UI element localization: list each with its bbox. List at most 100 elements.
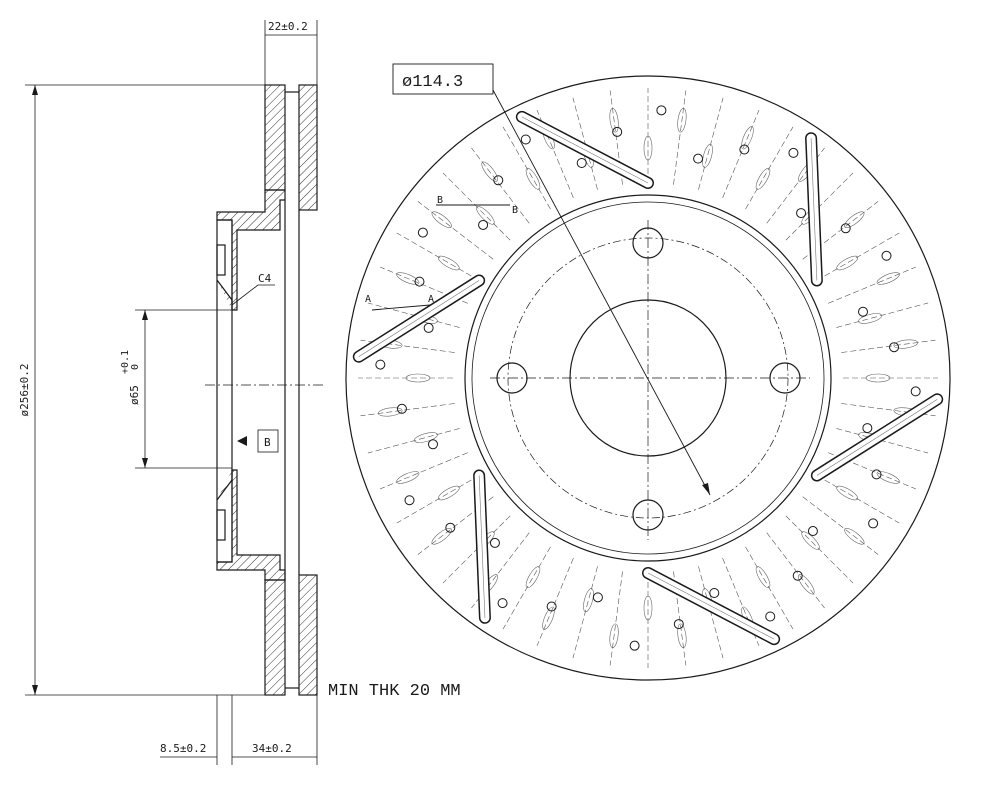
right-friction-plate-lower bbox=[298, 574, 318, 696]
drill-hole bbox=[881, 250, 892, 261]
vane-tip bbox=[876, 272, 900, 285]
drill-hole bbox=[592, 592, 603, 603]
drill-hole bbox=[792, 570, 803, 581]
drill-hole bbox=[709, 588, 720, 599]
drill-hole bbox=[910, 386, 921, 397]
drill-hole bbox=[489, 537, 500, 548]
left-friction-plate bbox=[264, 84, 286, 191]
slot-centerline bbox=[358, 280, 480, 357]
min-thickness-label: MIN THK 20 MM bbox=[328, 682, 461, 701]
drill-hole bbox=[656, 105, 667, 116]
drill-hole bbox=[414, 276, 425, 287]
slot-centerline bbox=[521, 116, 649, 184]
drill-hole bbox=[629, 640, 640, 651]
left-friction-plate-lower bbox=[264, 579, 286, 696]
vane-line bbox=[536, 109, 574, 198]
vane-line bbox=[417, 201, 494, 260]
drill-hole bbox=[739, 144, 750, 155]
vane-line bbox=[360, 403, 455, 417]
vane-line bbox=[828, 266, 917, 304]
vane-line bbox=[841, 403, 936, 417]
drill-hole bbox=[862, 423, 873, 434]
vane-line bbox=[572, 566, 598, 659]
vane-tip bbox=[643, 595, 653, 621]
lug-hole-bottom bbox=[632, 499, 664, 531]
vane-tip bbox=[702, 143, 713, 168]
slot-centerline bbox=[647, 572, 775, 640]
vane-tip bbox=[755, 566, 771, 589]
drill-hole bbox=[520, 134, 531, 145]
slot-pattern bbox=[352, 110, 944, 646]
drill-hole bbox=[840, 223, 851, 234]
vane-tip bbox=[876, 471, 900, 484]
section-a-left: A bbox=[365, 294, 371, 305]
vane-tip bbox=[677, 108, 687, 133]
drill-hole bbox=[404, 495, 415, 506]
vane-line bbox=[379, 452, 468, 490]
vane-tip bbox=[836, 255, 859, 271]
vane-tip bbox=[437, 485, 460, 501]
vane-tip bbox=[741, 126, 754, 150]
vane-tip bbox=[755, 167, 771, 190]
vane-line bbox=[417, 496, 494, 555]
vane-line bbox=[609, 571, 623, 666]
drill-hole bbox=[423, 322, 434, 333]
vane-tip bbox=[844, 211, 865, 228]
vane-line bbox=[471, 532, 530, 609]
diameter-dim-label: ø256±0.2 bbox=[18, 364, 31, 417]
vane-line bbox=[502, 546, 551, 630]
front-view bbox=[345, 75, 951, 681]
vane-line bbox=[379, 266, 468, 304]
vane-line bbox=[673, 90, 687, 185]
vane-tip bbox=[525, 566, 541, 589]
drill-hole bbox=[612, 126, 623, 137]
bore-tol-low: 0 bbox=[130, 364, 141, 370]
drill-hole bbox=[396, 403, 407, 414]
drill-hole bbox=[445, 522, 456, 533]
drill-hole bbox=[889, 342, 900, 353]
vane-tip bbox=[431, 211, 452, 228]
vane-tip bbox=[396, 272, 420, 285]
vane-tip bbox=[609, 108, 619, 133]
vane-line bbox=[502, 126, 551, 210]
drill-hole bbox=[497, 598, 508, 609]
lug-hole-top bbox=[632, 227, 664, 259]
vane-tip bbox=[865, 373, 891, 383]
vane-tip bbox=[396, 471, 420, 484]
drill-hole bbox=[417, 227, 428, 238]
vane-line bbox=[722, 109, 760, 198]
hat-section bbox=[216, 189, 286, 311]
vane-line bbox=[360, 339, 455, 353]
vane-tip bbox=[677, 623, 687, 648]
bore-dim-label: ø65 bbox=[128, 385, 141, 405]
offset-dim-label: 8.5±0.2 bbox=[160, 742, 206, 755]
drill-hole bbox=[576, 157, 587, 168]
side-section-view bbox=[205, 84, 325, 696]
vane-line bbox=[766, 147, 825, 224]
drill-hole bbox=[871, 469, 882, 480]
lug-hole-right bbox=[769, 362, 801, 394]
drill-hole bbox=[546, 601, 557, 612]
drill-hole bbox=[478, 219, 489, 230]
vane-line bbox=[698, 97, 724, 190]
vane-line bbox=[816, 232, 900, 281]
vane-line bbox=[673, 571, 687, 666]
section-markers bbox=[371, 204, 510, 311]
vane-line bbox=[836, 302, 929, 328]
vane-tip bbox=[405, 373, 431, 383]
vane-tip bbox=[542, 606, 555, 630]
drill-hole bbox=[796, 208, 807, 219]
hat-dim-label: 34±0.2 bbox=[252, 742, 292, 755]
thickness-dim-label: 22±0.2 bbox=[268, 20, 308, 33]
vane-line bbox=[745, 126, 794, 210]
bolt-circle-callout bbox=[392, 63, 711, 496]
drill-hole bbox=[493, 175, 504, 186]
vane-tip bbox=[378, 407, 403, 417]
lug-hole-left bbox=[496, 362, 528, 394]
slot-centerline bbox=[816, 399, 938, 476]
vane-line bbox=[396, 232, 480, 281]
vane-line bbox=[442, 172, 511, 241]
drill-hole bbox=[765, 611, 776, 622]
slot-centerline bbox=[810, 138, 818, 281]
vane-tip bbox=[893, 339, 918, 349]
